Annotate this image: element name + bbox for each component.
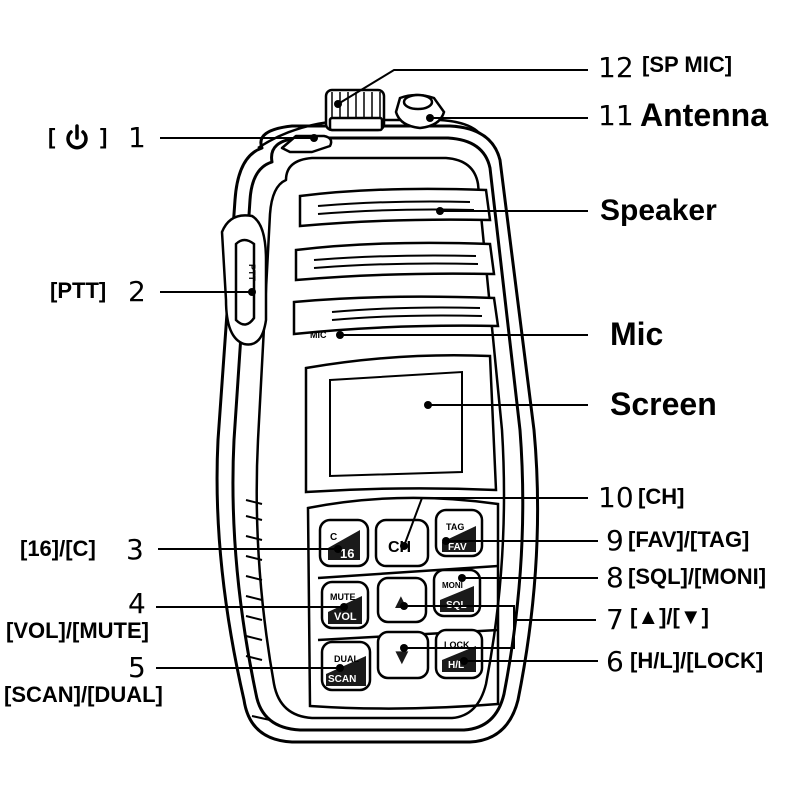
callout-vol-mute-label: [VOL]/[MUTE] (6, 618, 149, 643)
callout-power-bracket-right: ] (100, 124, 108, 149)
callout-ptt-label: [PTT] (50, 278, 107, 303)
key-down[interactable]: ▼ (376, 630, 430, 680)
side-grip (245, 499, 271, 721)
key-scan-dual-top: DUAL (334, 654, 359, 664)
key-16-c-top: C (330, 532, 337, 543)
key-sql-moni[interactable]: MONI SQL (432, 568, 482, 618)
callout-6-number: 6 (606, 645, 624, 678)
key-up[interactable]: ▲ (376, 576, 428, 624)
callout-7-number: 7 (606, 603, 624, 636)
callout-antenna-label: Antenna (640, 97, 768, 133)
key-hl-lock-bottom: H/L (448, 660, 464, 671)
ptt-side-button (220, 214, 268, 346)
leader-sp-mic (337, 69, 588, 105)
key-hl-lock-top: LOCK (444, 640, 470, 650)
callout-10-number: 10 (598, 481, 634, 514)
key-16-c[interactable]: C 16 (318, 518, 370, 568)
key-sql-moni-top: MONI (442, 581, 463, 590)
callout-ch-label: [CH] (638, 484, 685, 509)
key-fav-tag-bottom: FAV (448, 542, 467, 553)
callout-9-number: 9 (606, 524, 624, 557)
key-vol-mute-top: MUTE (330, 592, 356, 602)
power-icon (66, 124, 88, 150)
leader-lines (156, 69, 598, 669)
key-fav-tag[interactable]: TAG FAV (434, 508, 484, 558)
callout-up-down-label: [▲]/[▼] (630, 604, 709, 629)
down-arrow-icon: ▼ (391, 644, 413, 669)
callout-hl-lock-label: [H/L]/[LOCK] (630, 648, 764, 673)
ptt-marking: PTT (247, 264, 257, 282)
callout-mic-label: Mic (610, 316, 664, 352)
leader-ch (403, 497, 588, 547)
callout-12-number: 12 (598, 51, 634, 84)
leader-dots (248, 100, 468, 672)
antenna-stub (394, 93, 446, 130)
callout-sql-moni-label: [SQL]/[MONI] (628, 564, 767, 589)
callout-4-number: 4 (128, 587, 146, 620)
sp-mic-knob (324, 88, 386, 132)
callout-power-bracket-left: [ (48, 124, 56, 149)
callout-1-number: 1 (128, 121, 146, 154)
key-vol-mute-bottom: VOL (334, 611, 357, 623)
callout-sp-mic-label: [SP MIC] (642, 52, 733, 77)
callout-3-number: 3 (126, 533, 144, 566)
callout-5-number: 5 (128, 651, 146, 684)
callout-scan-dual-label: [SCAN]/[DUAL] (4, 682, 163, 707)
leader-up-down (404, 605, 596, 621)
callout-2-number: 2 (128, 275, 146, 308)
speaker-grille (292, 187, 500, 336)
callout-8-number: 8 (606, 561, 624, 594)
up-arrow-icon: ▲ (391, 591, 411, 613)
callout-screen-label: Screen (610, 386, 717, 422)
leader-up-down-2 (404, 620, 515, 649)
key-hl-lock[interactable]: LOCK H/L (434, 628, 484, 680)
screen-display (304, 353, 498, 494)
callout-fav-tag-label: [FAV]/[TAG] (628, 527, 750, 552)
key-scan-dual[interactable]: DUAL SCAN (320, 640, 372, 692)
key-scan-dual-bottom: SCAN (328, 674, 356, 685)
mic-marking: MIC (310, 330, 327, 340)
key-16-c-bottom: 16 (340, 546, 354, 561)
callout-speaker-label: Speaker (600, 194, 717, 227)
key-fav-tag-top: TAG (446, 522, 464, 532)
callout-16-c-label: [16]/[C] (20, 536, 96, 561)
callout-11-number: 11 (598, 99, 634, 132)
